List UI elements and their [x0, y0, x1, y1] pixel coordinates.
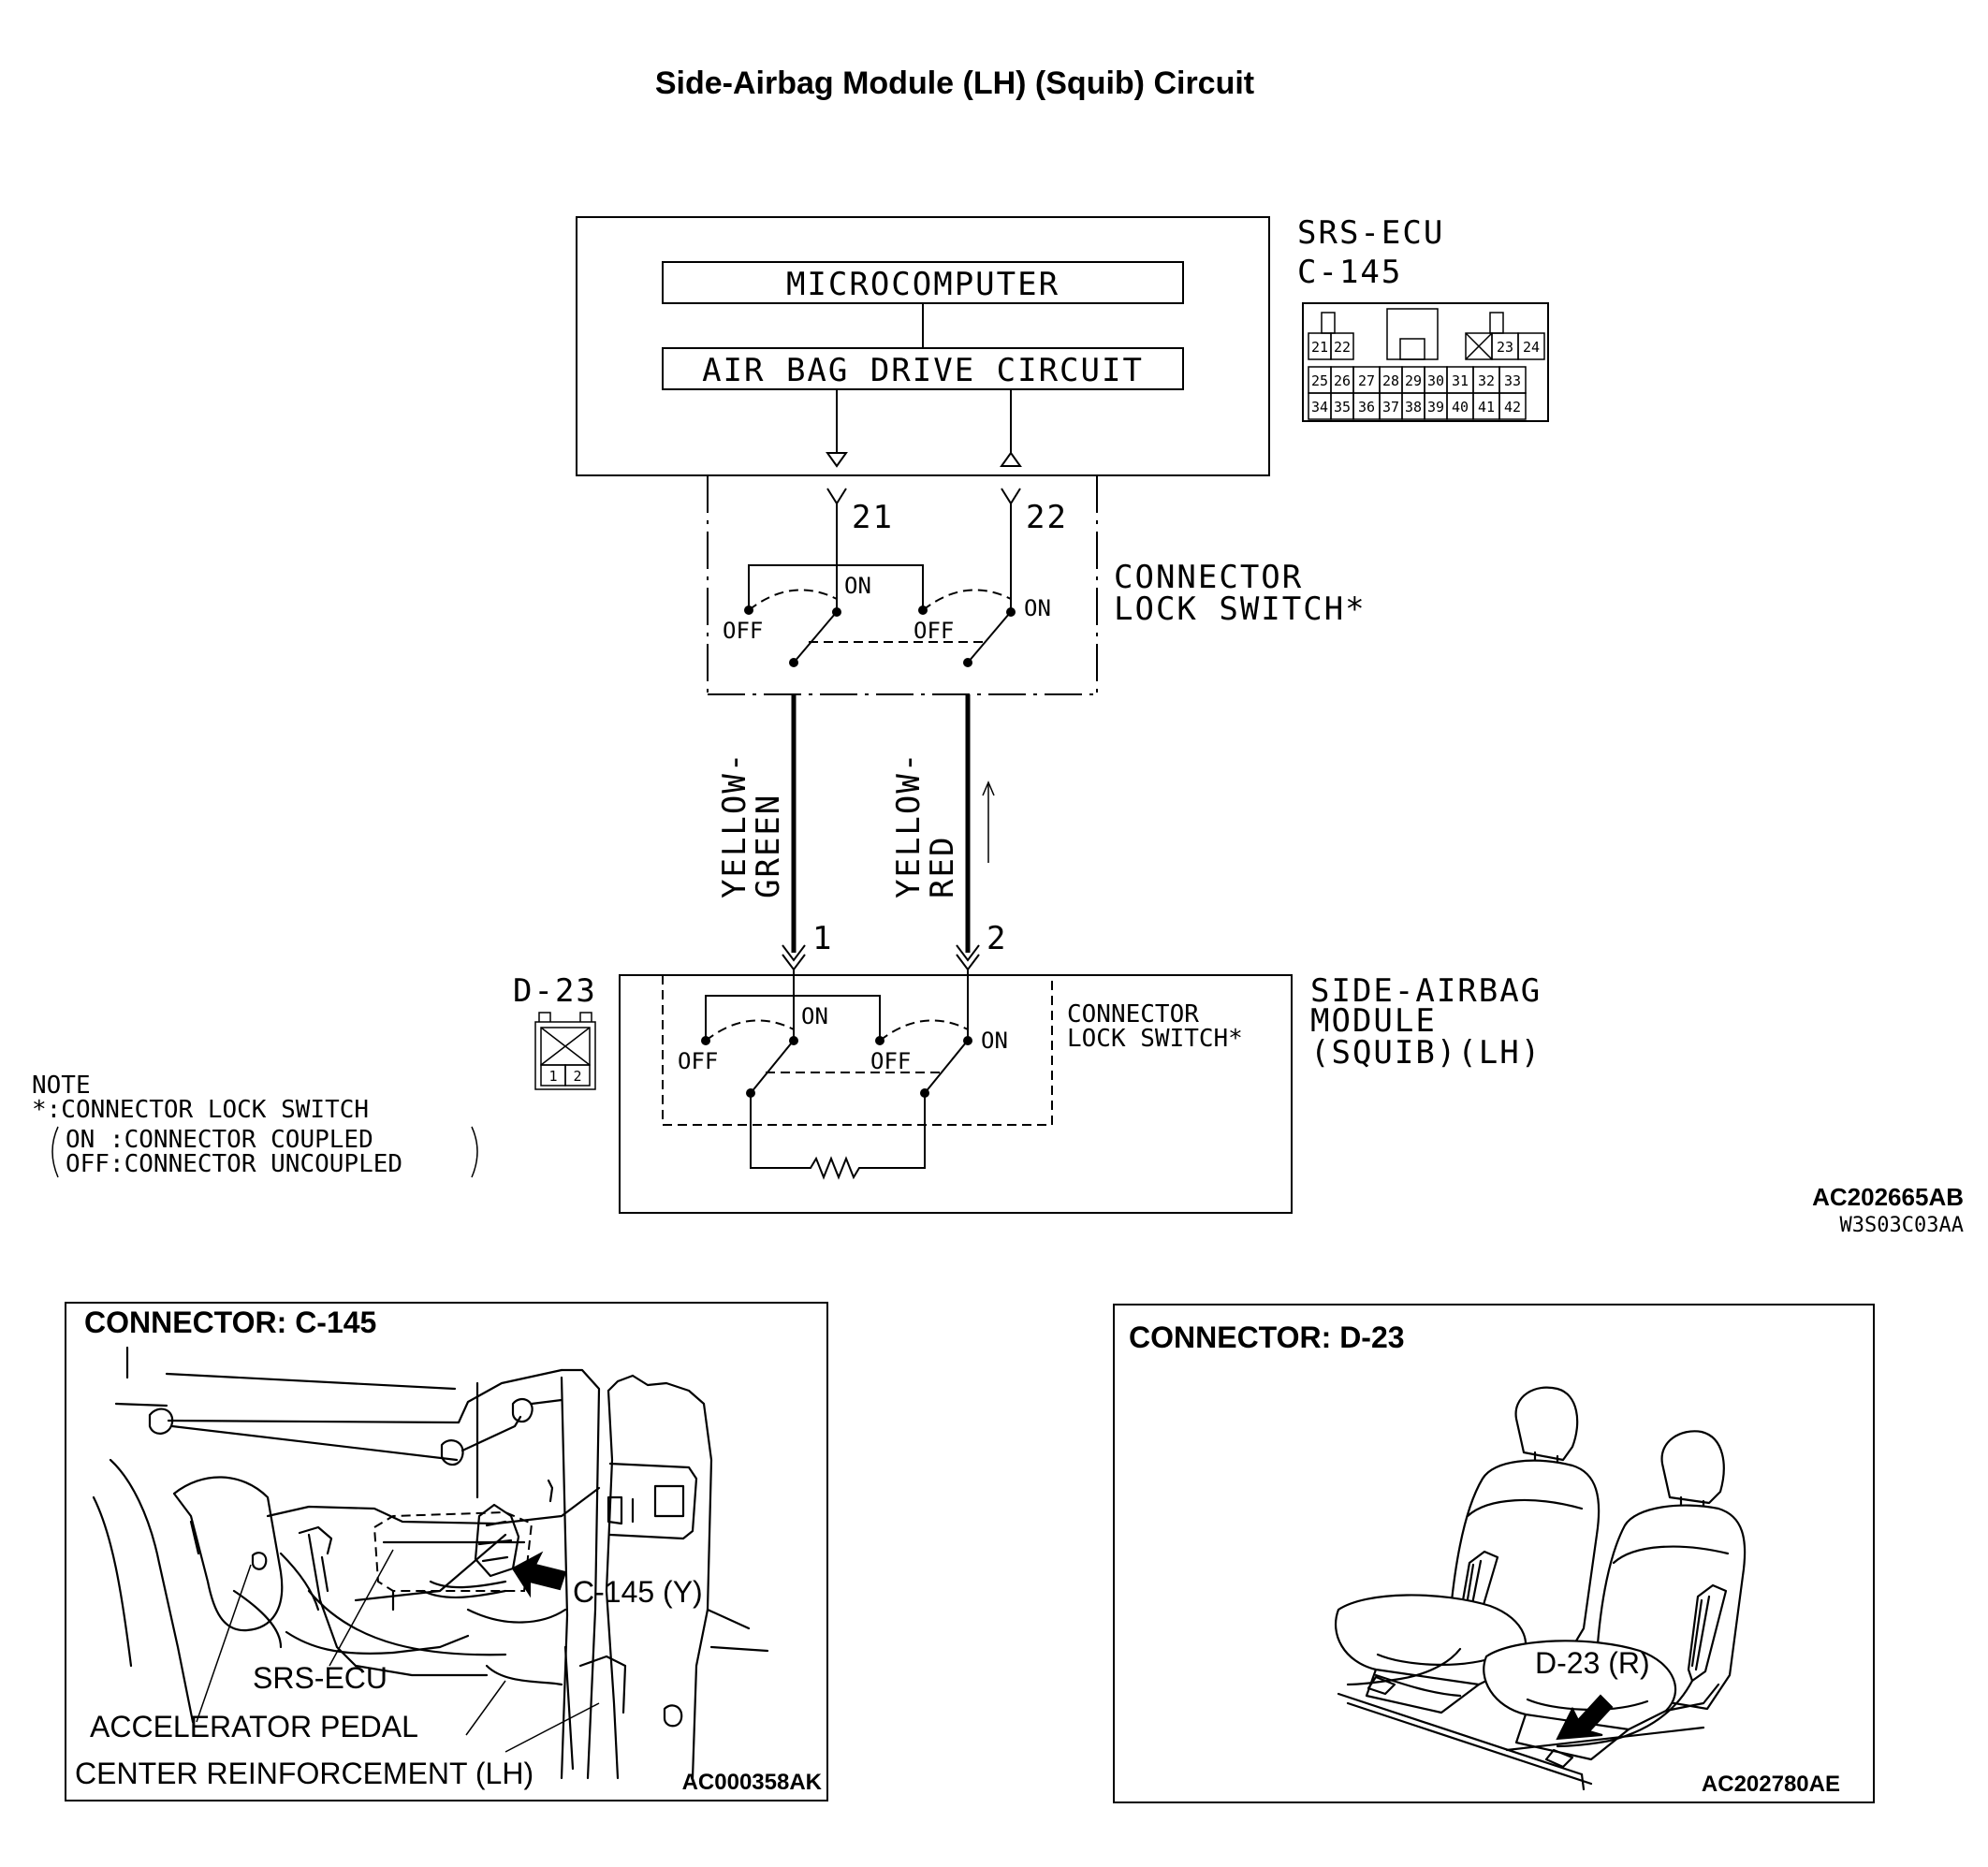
pin-27: 27 — [1358, 372, 1375, 389]
pin-21: 21 — [1311, 339, 1328, 356]
microcomputer-label: MICROCOMPUTER — [786, 266, 1060, 303]
wire-left-color-2: GREEN — [750, 794, 787, 898]
pin-34: 34 — [1311, 399, 1328, 416]
module-label-2: MODULE — [1310, 1002, 1437, 1040]
note-line-4: OFF:CONNECTOR UNCOUPLED — [66, 1150, 402, 1178]
ecu-name-label: SRS-ECU — [1297, 214, 1444, 252]
d23-pin-2: 2 — [573, 1068, 581, 1085]
pin-36: 36 — [1358, 399, 1375, 416]
dashboard-illustration — [92, 1346, 769, 1780]
module-switch-off-right: OFF — [870, 1048, 911, 1074]
panel-c145-callout-ecu: SRS-ECU — [253, 1661, 387, 1695]
pin-cell — [1498, 392, 1527, 420]
upper-switch-off-left: OFF — [723, 618, 763, 644]
page-title: Side-Airbag Module (LH) (Squib) Circuit — [655, 66, 1254, 101]
pin-30: 30 — [1427, 372, 1444, 389]
pin-22: 22 — [1334, 339, 1351, 356]
panel-c145: CONNECTOR: C-145 — [65, 1302, 828, 1801]
harness-wires — [782, 694, 995, 971]
side-airbag-module-box: ON OFF OFF ON CONNECTOR LOCK SWITCH* — [619, 970, 1293, 1214]
figure-code-main: AC202665AB — [1812, 1183, 1964, 1211]
pin-28: 28 — [1382, 372, 1399, 389]
note-block: NOTE *:CONNECTOR LOCK SWITCH ON :CONNECT… — [32, 1072, 478, 1178]
upper-lock-switch: ON OFF OFF ON — [707, 475, 1098, 695]
terminal-22: 22 — [1026, 499, 1068, 536]
pin-40: 40 — [1452, 399, 1469, 416]
d23-pointer-arrow — [1556, 1694, 1614, 1741]
pin-35: 35 — [1334, 399, 1351, 416]
pin-32: 32 — [1478, 372, 1495, 389]
upper-switch-label-2: LOCK SWITCH* — [1114, 591, 1367, 628]
panel-d23-code: AC202780AE — [1702, 1772, 1840, 1797]
srs-ecu-box: MICROCOMPUTER AIR BAG DRIVE CIRCUIT — [576, 216, 1270, 476]
c145-pointer-arrow — [511, 1551, 567, 1598]
seat-illustration — [1334, 1386, 1747, 1791]
terminal-2: 2 — [987, 920, 1007, 957]
pin-25: 25 — [1311, 372, 1328, 389]
terminal-1: 1 — [812, 920, 833, 957]
upper-switch-on-right: ON — [1024, 595, 1051, 621]
note-line-1: NOTE — [32, 1072, 91, 1100]
panel-d23-callout-connector: D-23 (R) — [1535, 1646, 1650, 1680]
upper-switch-off-right: OFF — [914, 618, 954, 644]
panel-d23-heading: CONNECTOR: D-23 — [1129, 1320, 1405, 1354]
panel-c145-callout-connector: C-145 (Y) — [573, 1575, 703, 1609]
pin-24: 24 — [1523, 339, 1540, 356]
drive-circuit-label: AIR BAG DRIVE CIRCUIT — [702, 352, 1144, 389]
figure-code-sub: W3S03C03AA — [1840, 1214, 1964, 1237]
module-label-1: SIDE-AIRBAG — [1310, 972, 1542, 1010]
module-switch-label-1: CONNECTOR — [1067, 1000, 1199, 1028]
ecu-connector-label: C-145 — [1297, 254, 1402, 291]
pin-41: 41 — [1478, 399, 1495, 416]
module-switch-off-left: OFF — [678, 1048, 718, 1074]
upper-switch-label-1: CONNECTOR — [1114, 559, 1303, 596]
panel-d23: CONNECTOR: D-23 — [1113, 1304, 1875, 1803]
upper-switch-on-left: ON — [844, 573, 871, 599]
wire-left-color-1: YELLOW- — [716, 751, 753, 898]
c145-connector-face: 21 22 23 24 25 26 27 28 29 30 31 32 33 34 35 36 37 3… — [1302, 302, 1549, 422]
d23-connector-label: D-23 — [513, 972, 597, 1010]
panel-c145-code: AC000358AK — [682, 1770, 823, 1795]
note-line-3: ON :CONNECTOR COUPLED — [66, 1126, 373, 1154]
pin-33: 33 — [1504, 372, 1521, 389]
wire-right-color-1: YELLOW- — [890, 751, 928, 898]
pin-39: 39 — [1427, 399, 1444, 416]
pin-29: 29 — [1405, 372, 1422, 389]
note-line-2: *:CONNECTOR LOCK SWITCH — [32, 1096, 369, 1124]
d23-connector-face: 1 2 — [534, 1012, 596, 1090]
module-switch-on-left: ON — [801, 1003, 828, 1029]
module-switch-on-right: ON — [981, 1028, 1008, 1054]
pin-23: 23 — [1497, 339, 1513, 356]
d23-pin-1: 1 — [548, 1068, 557, 1085]
module-switch-label-2: LOCK SWITCH* — [1067, 1025, 1243, 1053]
pin-42: 42 — [1504, 399, 1521, 416]
pin-38: 38 — [1405, 399, 1422, 416]
pin-37: 37 — [1382, 399, 1399, 416]
panel-c145-heading: CONNECTOR: C-145 — [84, 1305, 376, 1339]
wire-right-color-2: RED — [924, 836, 961, 898]
panel-c145-callout-pedal: ACCELERATOR PEDAL — [90, 1710, 418, 1743]
pin-31: 31 — [1452, 372, 1469, 389]
module-label-3: (SQUIB)(LH) — [1310, 1034, 1542, 1072]
terminal-21: 21 — [852, 499, 894, 536]
panel-c145-callout-reinforcement: CENTER REINFORCEMENT (LH) — [75, 1757, 534, 1790]
pin-26: 26 — [1334, 372, 1351, 389]
